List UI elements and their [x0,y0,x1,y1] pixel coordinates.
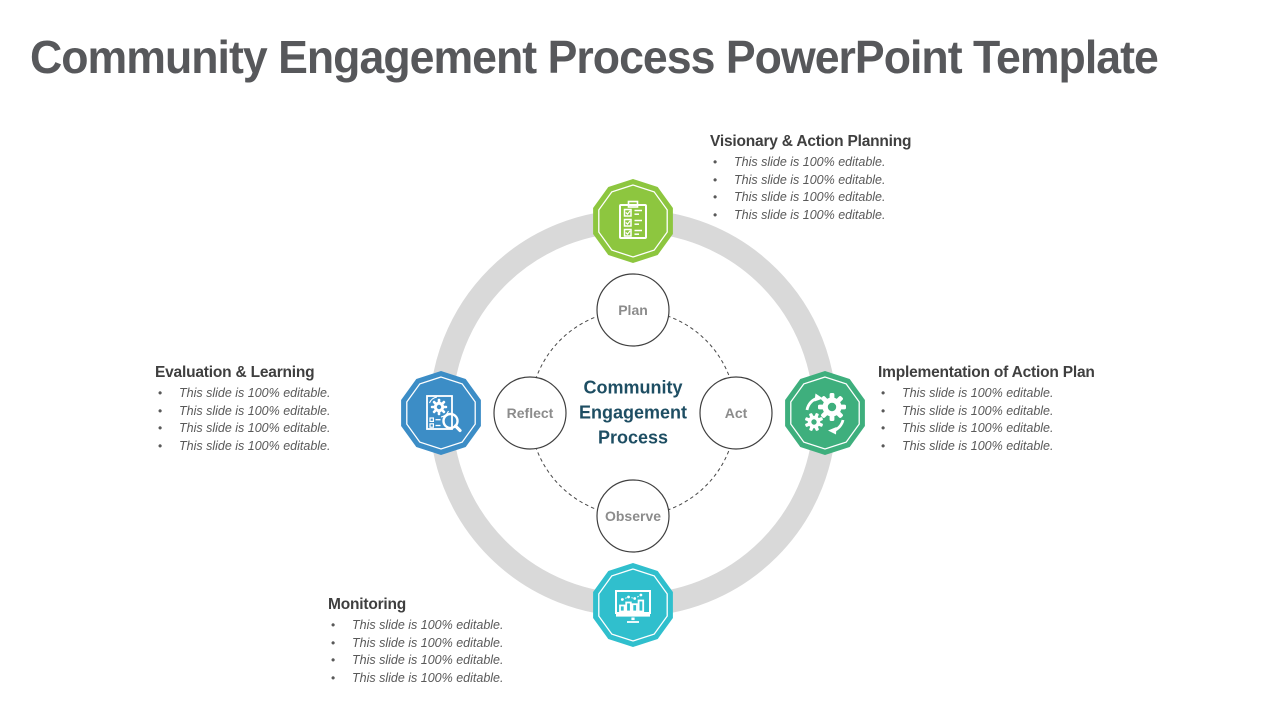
bullet-item: This slide is 100% editable. [155,421,330,436]
bullet-item: This slide is 100% editable. [710,190,911,205]
checklist-clipboard-icon [619,200,647,239]
badge-monitoring [593,563,673,647]
block-heading: Evaluation & Learning [155,364,315,381]
badge-shape [593,179,673,263]
bullet-item: This slide is 100% editable. [710,208,911,223]
diagram-center-title: Community Engagement Process [578,377,688,448]
document-review-icon [426,395,462,433]
bullet-list: This slide is 100% editable. This slide … [155,386,330,454]
block-implementation-of-action-plan: Implementation of Action Plan This slide… [878,364,1095,457]
bullet-item: This slide is 100% editable. [155,439,330,454]
block-monitoring: Monitoring This slide is 100% editable. … [328,596,503,689]
block-heading: Monitoring [328,596,407,613]
bullet-item: This slide is 100% editable. [878,404,1095,419]
slide-title: Community Engagement Process PowerPoint … [30,31,1159,83]
bullet-item: This slide is 100% editable. [710,173,911,188]
badge-inner-outline [790,376,860,450]
node-circle-plan [596,273,670,347]
badge-evaluation [401,371,481,455]
bullet-list: This slide is 100% editable. This slide … [878,386,1095,454]
bullet-item: This slide is 100% editable. [155,404,330,419]
node-circle-reflect [493,376,567,450]
node-label-reflect: Reflect [506,405,554,421]
badge-shape [401,371,481,455]
badge-visionary [593,179,673,263]
bullet-list: This slide is 100% editable. This slide … [710,155,911,223]
bullet-item: This slide is 100% editable. [328,636,503,651]
node-circle-observe [596,479,670,553]
block-visionary-action-planning: Visionary & Action Planning This slide i… [710,133,912,226]
node-label-plan: Plan [618,302,648,318]
bullet-item: This slide is 100% editable. [878,386,1095,401]
node-label-observe: Observe [604,508,662,524]
block-heading: Implementation of Action Plan [878,364,1095,381]
node-circle-act [699,376,773,450]
bullet-item: This slide is 100% editable. [878,421,1095,436]
block-evaluation-and-learning: Evaluation & Learning This slide is 100%… [155,364,330,457]
gears-sync-icon [805,393,846,435]
bullet-item: This slide is 100% editable. [878,439,1095,454]
badge-inner-outline [406,376,476,450]
bullet-item: This slide is 100% editable. [155,386,330,401]
badge-inner-outline [598,184,668,258]
monitor-analytics-icon [615,590,651,623]
bullet-item: This slide is 100% editable. [710,155,911,170]
bullet-item: This slide is 100% editable. [328,653,503,668]
block-heading: Visionary & Action Planning [710,133,912,150]
bullet-item: This slide is 100% editable. [328,618,503,633]
process-cycle-diagram [401,179,865,647]
badge-implementation [785,371,865,455]
bullet-list: This slide is 100% editable. This slide … [328,618,503,686]
badge-inner-outline [598,568,668,642]
node-label-act: Act [724,405,748,421]
bullet-item: This slide is 100% editable. [328,671,503,686]
